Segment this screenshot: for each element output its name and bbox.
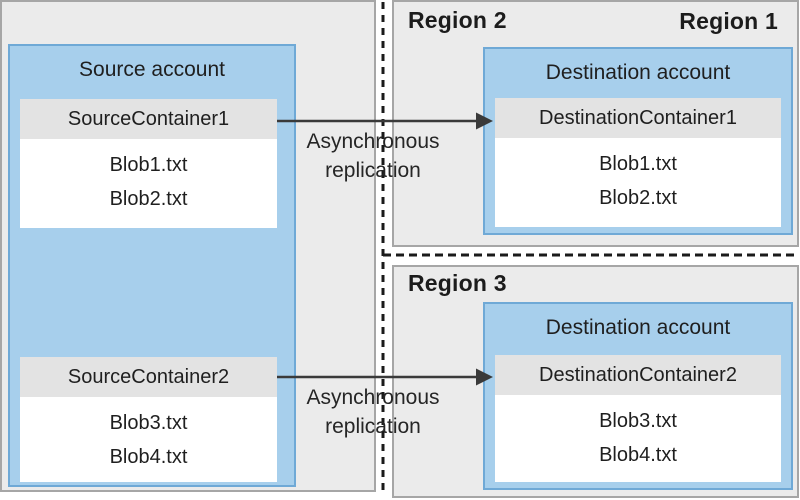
source-account-title: Source account [79, 58, 225, 81]
arrow-label-line: replication [325, 159, 421, 182]
source-container-2-body: Blob3.txt Blob4.txt [20, 397, 277, 474]
source-container-2: SourceContainer2 Blob3.txt Blob4.txt [20, 357, 277, 482]
source-container-1-header: SourceContainer1 [20, 99, 277, 139]
replication-arrow-2-label: Asynchronous replication [277, 383, 469, 441]
blob-item: Blob1.txt [109, 154, 188, 176]
destination-account-region-3-title: Destination account [545, 316, 731, 339]
destination-container-1-body: Blob1.txt Blob2.txt [495, 138, 781, 215]
blob-item: Blob2.txt [599, 187, 677, 209]
arrow-label-line: Asynchronous [306, 386, 440, 409]
destination-container-1: DestinationContainer1 Blob1.txt Blob2.tx… [495, 98, 781, 227]
source-container-2-header: SourceContainer2 [20, 357, 277, 397]
blob-item: Blob3.txt [599, 410, 677, 432]
arrow-label-line: replication [325, 415, 421, 438]
source-container-1-body: Blob1.txt Blob2.txt [20, 139, 277, 216]
blob-item: Blob4.txt [109, 446, 188, 468]
blob-item: Blob3.txt [109, 412, 188, 434]
destination-account-region-2-title: Destination account [545, 61, 731, 84]
destination-container-2: DestinationContainer2 Blob3.txt Blob4.tx… [495, 355, 781, 482]
blob-item: Blob2.txt [109, 188, 188, 210]
source-container-1: SourceContainer1 Blob1.txt Blob2.txt [20, 99, 277, 228]
destination-container-2-header: DestinationContainer2 [495, 355, 781, 395]
blob-item: Blob4.txt [599, 444, 677, 466]
destination-container-2-body: Blob3.txt Blob4.txt [495, 395, 781, 472]
region-1-label: Region 1 [679, 8, 778, 34]
region-2-label: Region 2 [408, 7, 507, 33]
arrow-label-line: Asynchronous [306, 130, 440, 153]
destination-container-1-header: DestinationContainer1 [495, 98, 781, 138]
blob-item: Blob1.txt [599, 153, 677, 175]
replication-arrow-1-label: Asynchronous replication [277, 127, 469, 185]
region-3-label: Region 3 [408, 270, 507, 296]
